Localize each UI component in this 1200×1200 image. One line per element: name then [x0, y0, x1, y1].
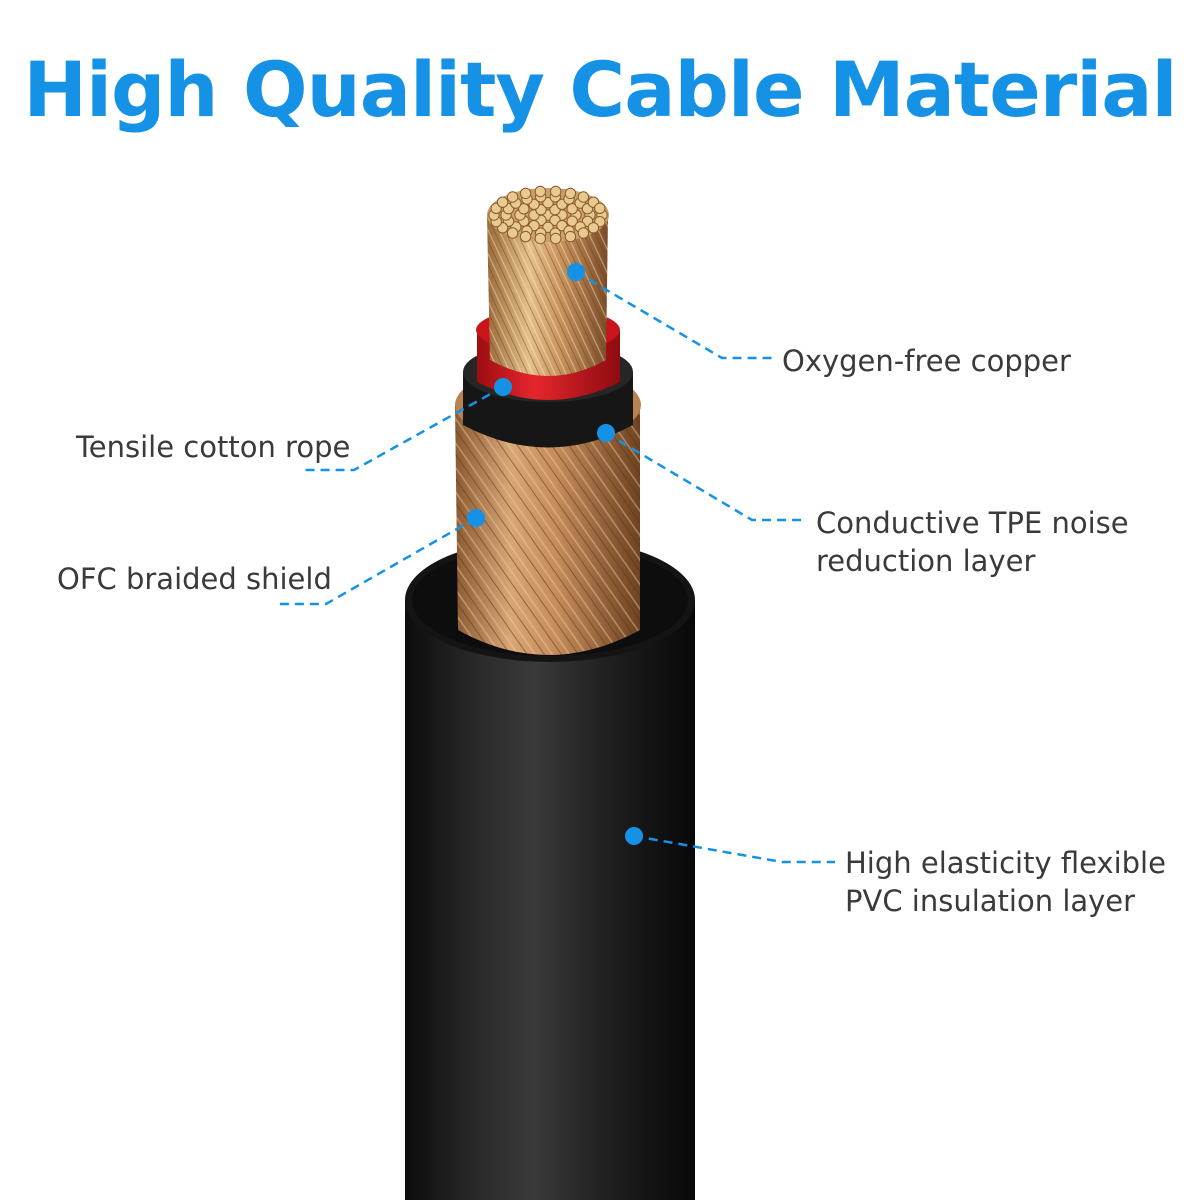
- label-ofc-braided-shield: OFC braided shield: [57, 562, 332, 596]
- callout-dot-tensile-cotton-rope: [494, 378, 512, 396]
- copper-strand-end: [550, 232, 562, 245]
- copper-strand-end: [534, 185, 546, 198]
- label-pvc-line1: High elasticity flexible: [845, 846, 1166, 880]
- callout-line-tensile-cotton-rope: [305, 385, 504, 472]
- copper-strand-ends: [488, 185, 608, 245]
- copper-strand-end: [577, 227, 590, 239]
- callout-dot-pvc-insulation: [625, 827, 643, 845]
- copper-strand-end: [519, 187, 532, 200]
- copper-strand-end: [506, 227, 519, 239]
- label-tensile-cotton-rope: Tensile cotton rope: [76, 430, 351, 464]
- label-oxygen-free-copper: Oxygen-free copper: [782, 344, 1071, 378]
- callout-line-oxygen-free-copper: [575, 270, 775, 360]
- copper-strand-end: [564, 230, 577, 243]
- copper-strand-end: [534, 232, 546, 245]
- copper-strand-end: [577, 191, 590, 203]
- page-title: High Quality Cable Material: [23, 45, 1177, 134]
- copper-strand-end: [542, 221, 554, 234]
- copper-strand-end: [506, 191, 519, 203]
- callout-dot-conductive-tpe: [597, 424, 615, 442]
- copper-strand-end: [542, 197, 554, 209]
- callout-dot-ofc-braided-shield: [467, 509, 485, 527]
- copper-strand-end: [587, 222, 600, 234]
- callout-line-ofc-braided-shield: [278, 516, 477, 606]
- oxygen-free-copper-core: [487, 185, 609, 376]
- label-conductive-tpe-line1: Conductive TPE noise: [816, 506, 1129, 540]
- callout-line-pvc-insulation: [633, 834, 835, 864]
- copper-strand-end: [550, 185, 562, 198]
- copper-strand-end: [496, 196, 509, 208]
- label-pvc-line2: PVC insulation layer: [845, 884, 1136, 918]
- copper-strand-end: [594, 202, 606, 215]
- label-conductive-tpe-line2: reduction layer: [816, 544, 1036, 578]
- callout-dot-oxygen-free-copper: [567, 263, 585, 281]
- copper-strand-end: [564, 187, 577, 200]
- copper-strand-end: [519, 230, 532, 243]
- callout-line-conductive-tpe: [605, 431, 805, 522]
